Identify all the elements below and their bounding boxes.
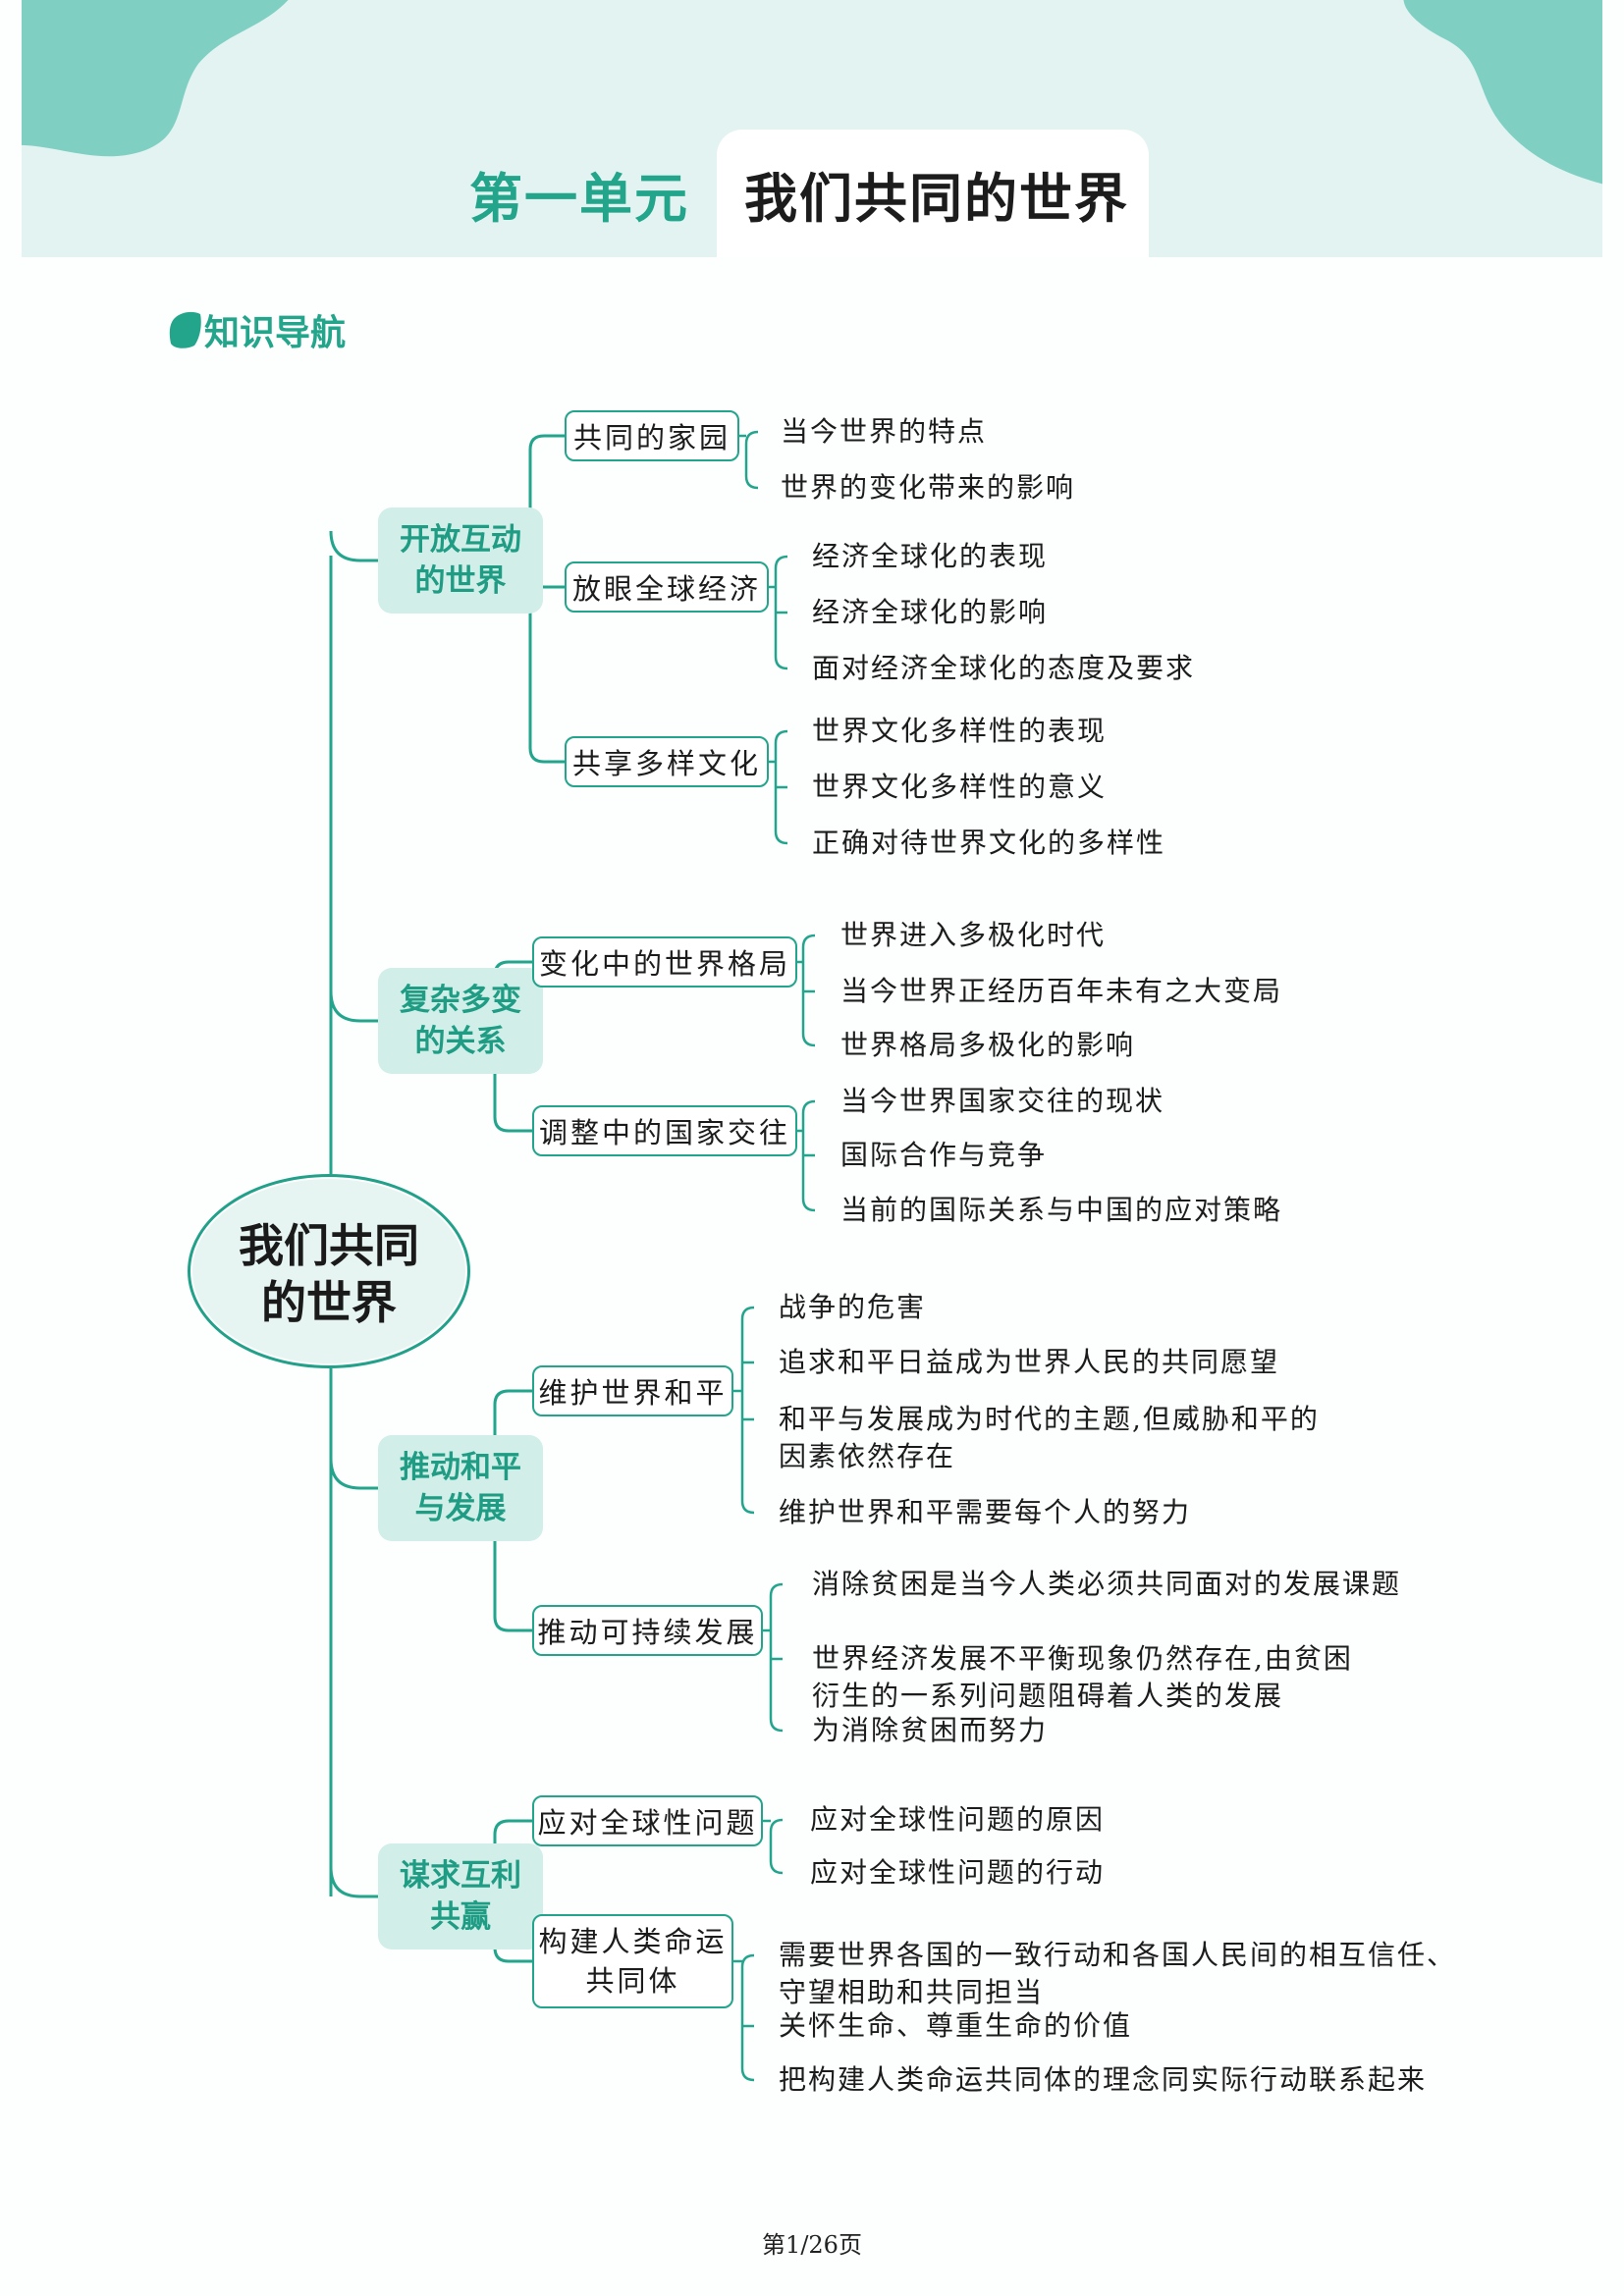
leaf-item: 国际合作与竞争 [840, 1139, 1048, 1171]
unit-title-tab [717, 130, 1149, 257]
connector-line [740, 1306, 755, 1515]
topic-node: 推动和平 与发展 [378, 1435, 543, 1541]
leaf-item: 应对全球性问题的原因 [810, 1803, 1106, 1836]
connector-line [329, 1458, 378, 1490]
connector-line [769, 1582, 784, 1733]
leaf-item: 当前的国际关系与中国的应对策略 [840, 1194, 1283, 1226]
leaf-item: 世界进入多极化时代 [840, 919, 1107, 951]
connector-line [493, 1116, 532, 1133]
leaf-item: 维护世界和平需要每个人的努力 [779, 1496, 1192, 1528]
connector-line [493, 1616, 532, 1632]
subtopic-node: 推动可持续发展 [532, 1605, 763, 1656]
connector-line [769, 1818, 784, 1875]
leaf-item: 消除贫困是当今人类必须共同面对的发展课题 [812, 1568, 1402, 1600]
leaf-item: 当今世界的特点 [781, 415, 988, 448]
subtopic-node: 构建人类命运 共同体 [532, 1914, 733, 2008]
leaf-item: 世界文化多样性的表现 [812, 715, 1108, 747]
leaf-item: 面对经济全球化的态度及要求 [812, 652, 1196, 684]
connector-line [493, 1947, 532, 1963]
decorative-blob-right [1403, 0, 1602, 185]
subtopic-node: 维护世界和平 [532, 1365, 733, 1416]
leaf-item: 应对全球性问题的行动 [810, 1856, 1106, 1889]
subtopic-node: 应对全球性问题 [532, 1795, 763, 1846]
connector-line [329, 1866, 378, 1898]
mindmap-root-label: 我们共同的世界 [239, 1219, 419, 1329]
connector-line [744, 430, 759, 490]
connector-line [329, 530, 378, 562]
subtopic-node: 放眼全球经济 [565, 561, 769, 613]
leaf-tag-icon [169, 311, 201, 348]
leaf-item: 正确对待世界文化的多样性 [812, 827, 1166, 859]
leaf-item: 世界文化多样性的意义 [812, 771, 1108, 803]
connector-line [528, 434, 565, 451]
leaf-item: 追求和平日益成为世界人民的共同愿望 [779, 1346, 1280, 1378]
leaf-item: 世界的变化带来的影响 [781, 471, 1076, 504]
leaf-item: 把构建人类命运共同体的理念同实际行动联系起来 [779, 2063, 1428, 2096]
subtopic-node: 调整中的国家交往 [532, 1105, 797, 1156]
section-title: 知识导航 [204, 313, 347, 353]
decorative-blob-left [22, 0, 289, 157]
leaf-item: 关怀生命、尊重生命的价值 [779, 2009, 1133, 2042]
leaf-item: 战争的危害 [779, 1291, 927, 1323]
leaf-item: 当今世界正经历百年未有之大变局 [840, 975, 1283, 1007]
topic-node: 谋求互利 共赢 [378, 1843, 543, 1949]
leaf-item: 为消除贫困而努力 [812, 1714, 1049, 1746]
connector-line [493, 1389, 532, 1406]
topic-node: 复杂多变 的关系 [378, 968, 543, 1074]
leaf-item: 经济全球化的影响 [812, 596, 1049, 628]
page-number: 第1/26页 [762, 2231, 862, 2259]
leaf-item: 需要世界各国的一致行动和各国人民间的相互信任、守望相助和共同担当 [779, 1939, 1457, 2008]
leaf-item: 世界格局多极化的影响 [840, 1029, 1136, 1061]
unit-title: 我们共同的世界 [744, 168, 1129, 230]
unit-number: 第一单元 [469, 168, 689, 230]
subtopic-node: 共享多样文化 [565, 736, 769, 787]
subtopic-node: 变化中的世界格局 [532, 936, 797, 988]
connector-line [329, 990, 378, 1023]
leaf-item: 经济全球化的表现 [812, 540, 1049, 572]
connector-line [740, 1953, 755, 2082]
leaf-item: 当今世界国家交往的现状 [840, 1085, 1165, 1117]
leaf-item: 和平与发展成为时代的主题,但威胁和平的因素依然存在 [779, 1403, 1320, 1472]
topic-node: 开放互动 的世界 [378, 507, 543, 614]
mindmap-root [188, 1174, 470, 1368]
leaf-item: 世界经济发展不平衡现象仍然存在,由贫困衍生的一系列问题阻碍着人类的发展 [812, 1642, 1353, 1712]
connector-line [493, 1819, 532, 1836]
subtopic-node: 共同的家园 [565, 410, 739, 461]
connector-line [528, 747, 565, 764]
